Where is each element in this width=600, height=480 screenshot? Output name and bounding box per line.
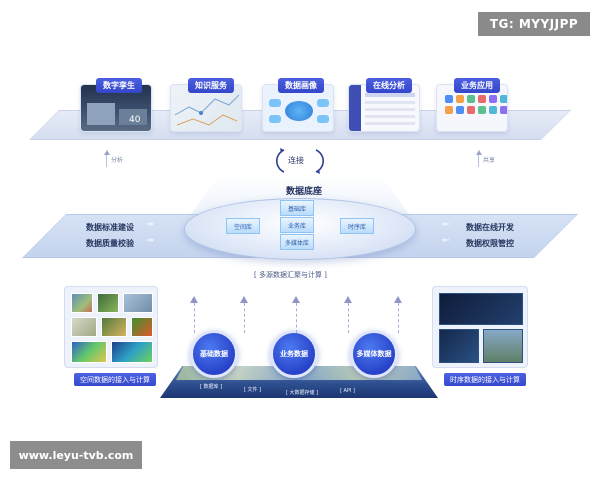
analysis-arrow-icon bbox=[104, 150, 110, 155]
up-arrow-icon-3 bbox=[292, 296, 300, 303]
map-thumb-3 bbox=[123, 293, 153, 313]
map-thumb-6 bbox=[131, 317, 153, 337]
up-arrow-icon-2 bbox=[240, 296, 248, 303]
analysis-label: 分析 bbox=[111, 157, 124, 164]
watermark-top: TG: MYYJJPP bbox=[478, 12, 590, 36]
portrait-core-icon bbox=[285, 101, 313, 121]
share-label: 共享 bbox=[483, 157, 496, 164]
multimedia-db-cube[interactable]: 多媒体库 bbox=[280, 234, 314, 250]
business-data-circle[interactable]: 业务数据 bbox=[270, 330, 318, 378]
dashboard-thumb-1 bbox=[439, 293, 523, 325]
knowledge-service-tag: 知识服务 bbox=[188, 78, 234, 93]
map-thumb-5 bbox=[101, 317, 127, 337]
dashboard-thumb-3 bbox=[483, 329, 523, 363]
multimedia-data-circle[interactable]: 多媒体数据 bbox=[350, 330, 398, 378]
up-arrow-icon-5 bbox=[394, 296, 402, 303]
storage-db-label: [ 数据库 ] bbox=[200, 384, 223, 390]
left-arrow-icon-1: ⇒ bbox=[146, 220, 154, 230]
data-base-title: 数据底座 bbox=[286, 187, 323, 197]
data-portrait-tag: 数据画像 bbox=[278, 78, 324, 93]
base-db-cube[interactable]: 基础库 bbox=[280, 200, 314, 216]
storage-api-label: [ API ] bbox=[340, 388, 355, 394]
share-arrow-line bbox=[478, 155, 479, 167]
connect-label: 连接 bbox=[288, 156, 304, 165]
up-arrow-icon-1 bbox=[190, 296, 198, 303]
up-line-2 bbox=[244, 303, 245, 333]
map-thumb-1 bbox=[71, 293, 93, 313]
up-line-1 bbox=[194, 303, 195, 333]
connect-cycle-icon bbox=[276, 148, 324, 174]
timeseries-data-caption: 时序数据的接入与计算 bbox=[444, 373, 526, 386]
dashboard-thumb-2 bbox=[439, 329, 479, 363]
watermark-bottom: www.leyu-tvb.com bbox=[10, 441, 142, 469]
app-grid-icon bbox=[445, 95, 507, 114]
map-thumb-2 bbox=[97, 293, 119, 313]
map-thumb-8 bbox=[111, 341, 153, 363]
quality-check-label: 数据质量校验 bbox=[86, 239, 134, 248]
storage-bigdata-label: [ 大数据存储 ] bbox=[286, 390, 319, 396]
analysis-arrow-line bbox=[106, 155, 107, 167]
standard-construction-label: 数据标准建设 bbox=[86, 223, 134, 232]
map-thumb-7 bbox=[71, 341, 107, 363]
spatial-data-caption: 空间数据的接入与计算 bbox=[74, 373, 156, 386]
timeseries-data-panel bbox=[432, 286, 528, 368]
spatial-db-cube[interactable]: 空间库 bbox=[226, 218, 260, 234]
share-arrow-icon bbox=[476, 150, 482, 155]
multi-source-caption: [ 多源数据汇聚与计算 ] bbox=[254, 271, 327, 279]
online-analysis-tag: 在线分析 bbox=[366, 78, 412, 93]
up-line-4 bbox=[348, 303, 349, 333]
up-line-5 bbox=[398, 303, 399, 333]
digital-twin-tag: 数字孪生 bbox=[96, 78, 142, 93]
base-data-circle[interactable]: 基础数据 bbox=[190, 330, 238, 378]
up-line-3 bbox=[296, 303, 297, 333]
twin-number: 40 bbox=[129, 115, 141, 125]
online-dev-label: 数据在线开发 bbox=[466, 223, 514, 232]
permission-control-label: 数据权限管控 bbox=[466, 239, 514, 248]
business-db-cube[interactable]: 业务库 bbox=[280, 217, 314, 233]
spatial-data-panel bbox=[64, 286, 158, 368]
right-arrow-icon-1: ⇐ bbox=[442, 220, 450, 230]
right-arrow-icon-2: ⇐ bbox=[442, 236, 450, 246]
map-thumb-4 bbox=[71, 317, 97, 337]
business-app-tag: 业务应用 bbox=[454, 78, 500, 93]
storage-file-label: [ 文件 ] bbox=[244, 387, 262, 393]
map-lines-icon bbox=[174, 94, 240, 126]
up-arrow-icon-4 bbox=[344, 296, 352, 303]
left-arrow-icon-2: ⇒ bbox=[146, 236, 154, 246]
timeseries-db-cube[interactable]: 时序库 bbox=[340, 218, 374, 234]
